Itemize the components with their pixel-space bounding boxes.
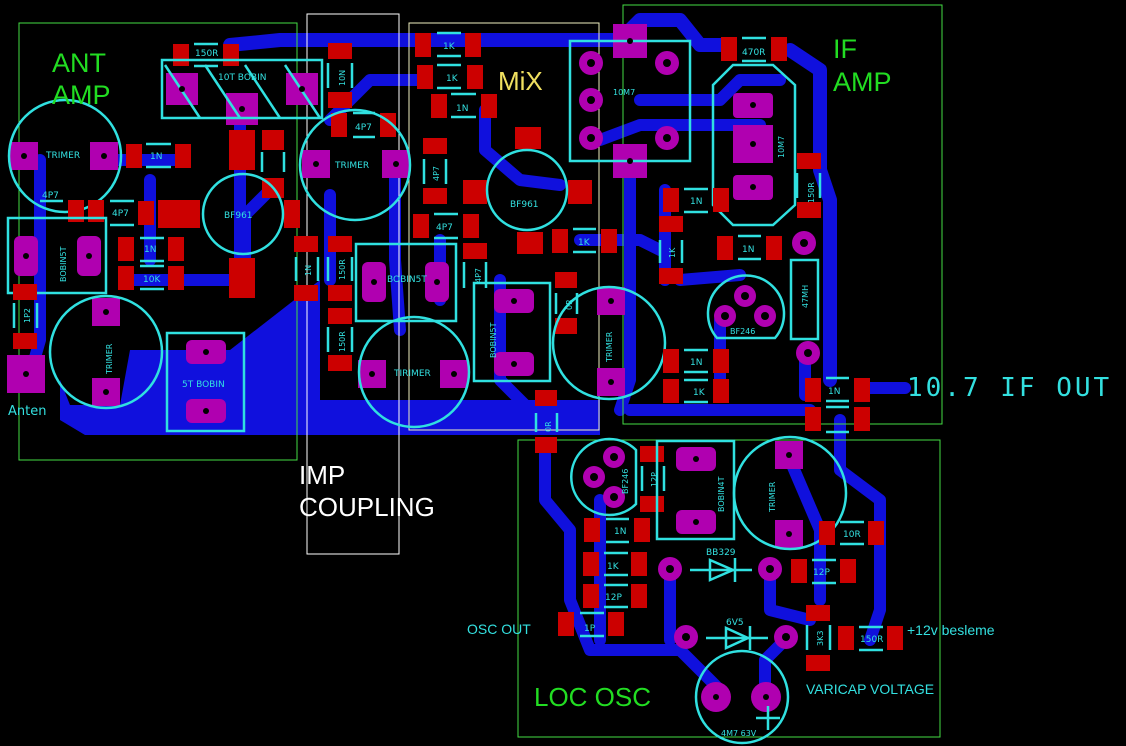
label-mix-10m7: 10M7: [613, 88, 635, 97]
imp-coupling-boundary: [306, 13, 400, 555]
trace-filter: [634, 74, 786, 106]
label-ant-1n-b: 1N: [144, 245, 156, 255]
label-ant-bobin5t: BOBIN5T: [59, 246, 68, 282]
label-mix-trimer: TRIMER: [605, 331, 614, 363]
if-out-label: 10.7 IF OUT: [907, 373, 1112, 403]
label-imp-150r-a: 150R: [338, 259, 347, 280]
label-if-150r: 150R: [807, 182, 816, 203]
trace-bf961-gate: [239, 184, 276, 266]
label-if-1n-b: 1N: [742, 245, 754, 255]
label-mix-4p7-c: 4P7: [474, 268, 483, 283]
label-imp-150r-b: 150R: [338, 331, 347, 352]
osc-out-label: OSC OUT: [467, 621, 531, 637]
label-osc-trimer: TRIMER: [768, 481, 777, 513]
label-ant-1n: 1N: [150, 152, 162, 162]
mix-boundary: [408, 22, 600, 431]
label-mix-4p7-b: 4P7: [436, 223, 453, 233]
label-ant-4p7-b: 4P7: [112, 209, 129, 219]
mix-section: 1K 1K 1N MiX 4P7 4P7 4P7 BF961 1K BOBIN5…: [413, 24, 692, 453]
section-label-ant-amp: AMP: [52, 80, 111, 110]
label-if-1k-a: 1K: [668, 247, 677, 258]
label-osc-12p-a: 12P: [650, 472, 659, 487]
label-ant-10k: 10K: [143, 275, 161, 285]
trace-osc-6: [759, 634, 791, 696]
label-if-47mh: 47MH: [801, 285, 810, 308]
label-osc-12p-c: 12P: [813, 568, 830, 578]
anten-label: Anten: [8, 404, 46, 419]
label-osc-10r: 10R: [843, 530, 861, 540]
label-if-bf246: BF246: [730, 327, 755, 336]
trace-top: [223, 13, 727, 52]
label-if-10m7: 10M7: [777, 136, 786, 158]
supply-label: +12v besleme: [907, 622, 995, 638]
section-label-amp: AMP: [833, 67, 892, 97]
label-imp-1n: 1N: [304, 265, 313, 276]
label-osc-1k: 1K: [607, 562, 620, 572]
label-mix-1k-c: 1K: [578, 238, 591, 248]
zener-diode-symbol: [706, 626, 768, 650]
label-mix-1k-b: 1K: [446, 74, 459, 84]
label-mix-0r-b: 0R: [544, 421, 553, 432]
varicap-diode-symbol: [690, 558, 752, 582]
label-imp-10n: 10N: [338, 70, 347, 86]
trace-osc-left: [539, 444, 726, 696]
varicap-voltage-label: VARICAP VOLTAGE: [806, 681, 934, 697]
section-label-imp: IMP: [299, 460, 345, 490]
section-label-loc-osc: LOC OSC: [534, 682, 651, 712]
trace-right: [783, 43, 837, 387]
drill-holes: [21, 38, 812, 641]
trace-filter-2: [594, 119, 766, 146]
label-osc-1n: 1N: [614, 527, 626, 537]
label-mix-bf961: BF961: [510, 200, 539, 210]
label-ant-5t-bobin: 5T BOBIN: [182, 380, 225, 390]
label-ant-4p7-a: 4P7: [42, 191, 59, 201]
trace-mix-2: [479, 104, 566, 191]
label-ant-trimer: TRIMER: [45, 151, 80, 161]
label-10t-bobin: 10T BOBIN: [218, 73, 266, 83]
label-if-1n-a: 1N: [690, 197, 702, 207]
section-label-mix: MiX: [498, 66, 543, 96]
imp-coupling-section: 10N 4P7 TRIMER 1N 150R 150R BOBIN5T TIRI…: [294, 43, 471, 429]
label-ant-150r: 150R: [195, 49, 218, 59]
label-osc-150r: 150R: [860, 635, 883, 645]
trace-osc-right: [834, 414, 886, 646]
label-mix-bobin5t: BOBIN5T: [489, 322, 498, 358]
label-mix-1n: 1N: [456, 104, 468, 114]
label-osc-12p-b: 12P: [605, 593, 622, 603]
label-osc-bobin4t: BOBIN4T: [717, 476, 726, 512]
label-osc-1p: 1P: [584, 624, 596, 634]
label-if-1n-c: 1N: [690, 358, 702, 368]
label-if-470r: 470R: [742, 48, 765, 58]
label-osc-3k3: 3K3: [816, 631, 825, 646]
section-label-coupling: COUPLING: [299, 492, 435, 522]
trace-osc-5: [764, 569, 816, 626]
loc-osc-section: BF246 12P BOBIN4T TRIMER 1N 1K 12P 1P OS…: [467, 435, 995, 745]
label-imp-trimer: TRIMER: [334, 161, 369, 171]
label-imp-4p7: 4P7: [355, 123, 372, 133]
label-mix-4p7-a: 4P7: [432, 166, 441, 181]
label-ant-bf961: BF961: [224, 211, 253, 221]
label-ant-1p2: 1P2: [23, 308, 32, 323]
label-if-1n-out: 1N: [828, 387, 840, 397]
label-if-1k-b: 1K: [693, 388, 706, 398]
section-label-ant: ANT: [52, 48, 106, 78]
trace-imp-2: [389, 154, 406, 336]
trace-mix-4: [574, 234, 666, 256]
label-osc-6v5: 6V5: [726, 618, 744, 628]
label-osc-bb329: BB329: [706, 548, 736, 558]
label-osc-4m7: 4M7 63V: [721, 729, 757, 738]
label-imp-tirimer: TIRIMER: [393, 369, 431, 379]
label-mix-1k-a: 1K: [443, 42, 456, 52]
label-ant-trimer-2: TRIMER: [105, 343, 114, 375]
ant-amp-section: 150R 10T BOBIN TRIMER 1N 4P7 4P7 BF961 B…: [6, 42, 324, 433]
if-amp-boundary: [622, 4, 943, 425]
ground-pour: [60, 280, 600, 435]
trace-if-2: [674, 269, 746, 286]
label-osc-bf246: BF246: [621, 469, 630, 494]
label-imp-bobin5t: BOBIN5T: [387, 275, 427, 285]
section-label-if: IF: [833, 34, 857, 64]
